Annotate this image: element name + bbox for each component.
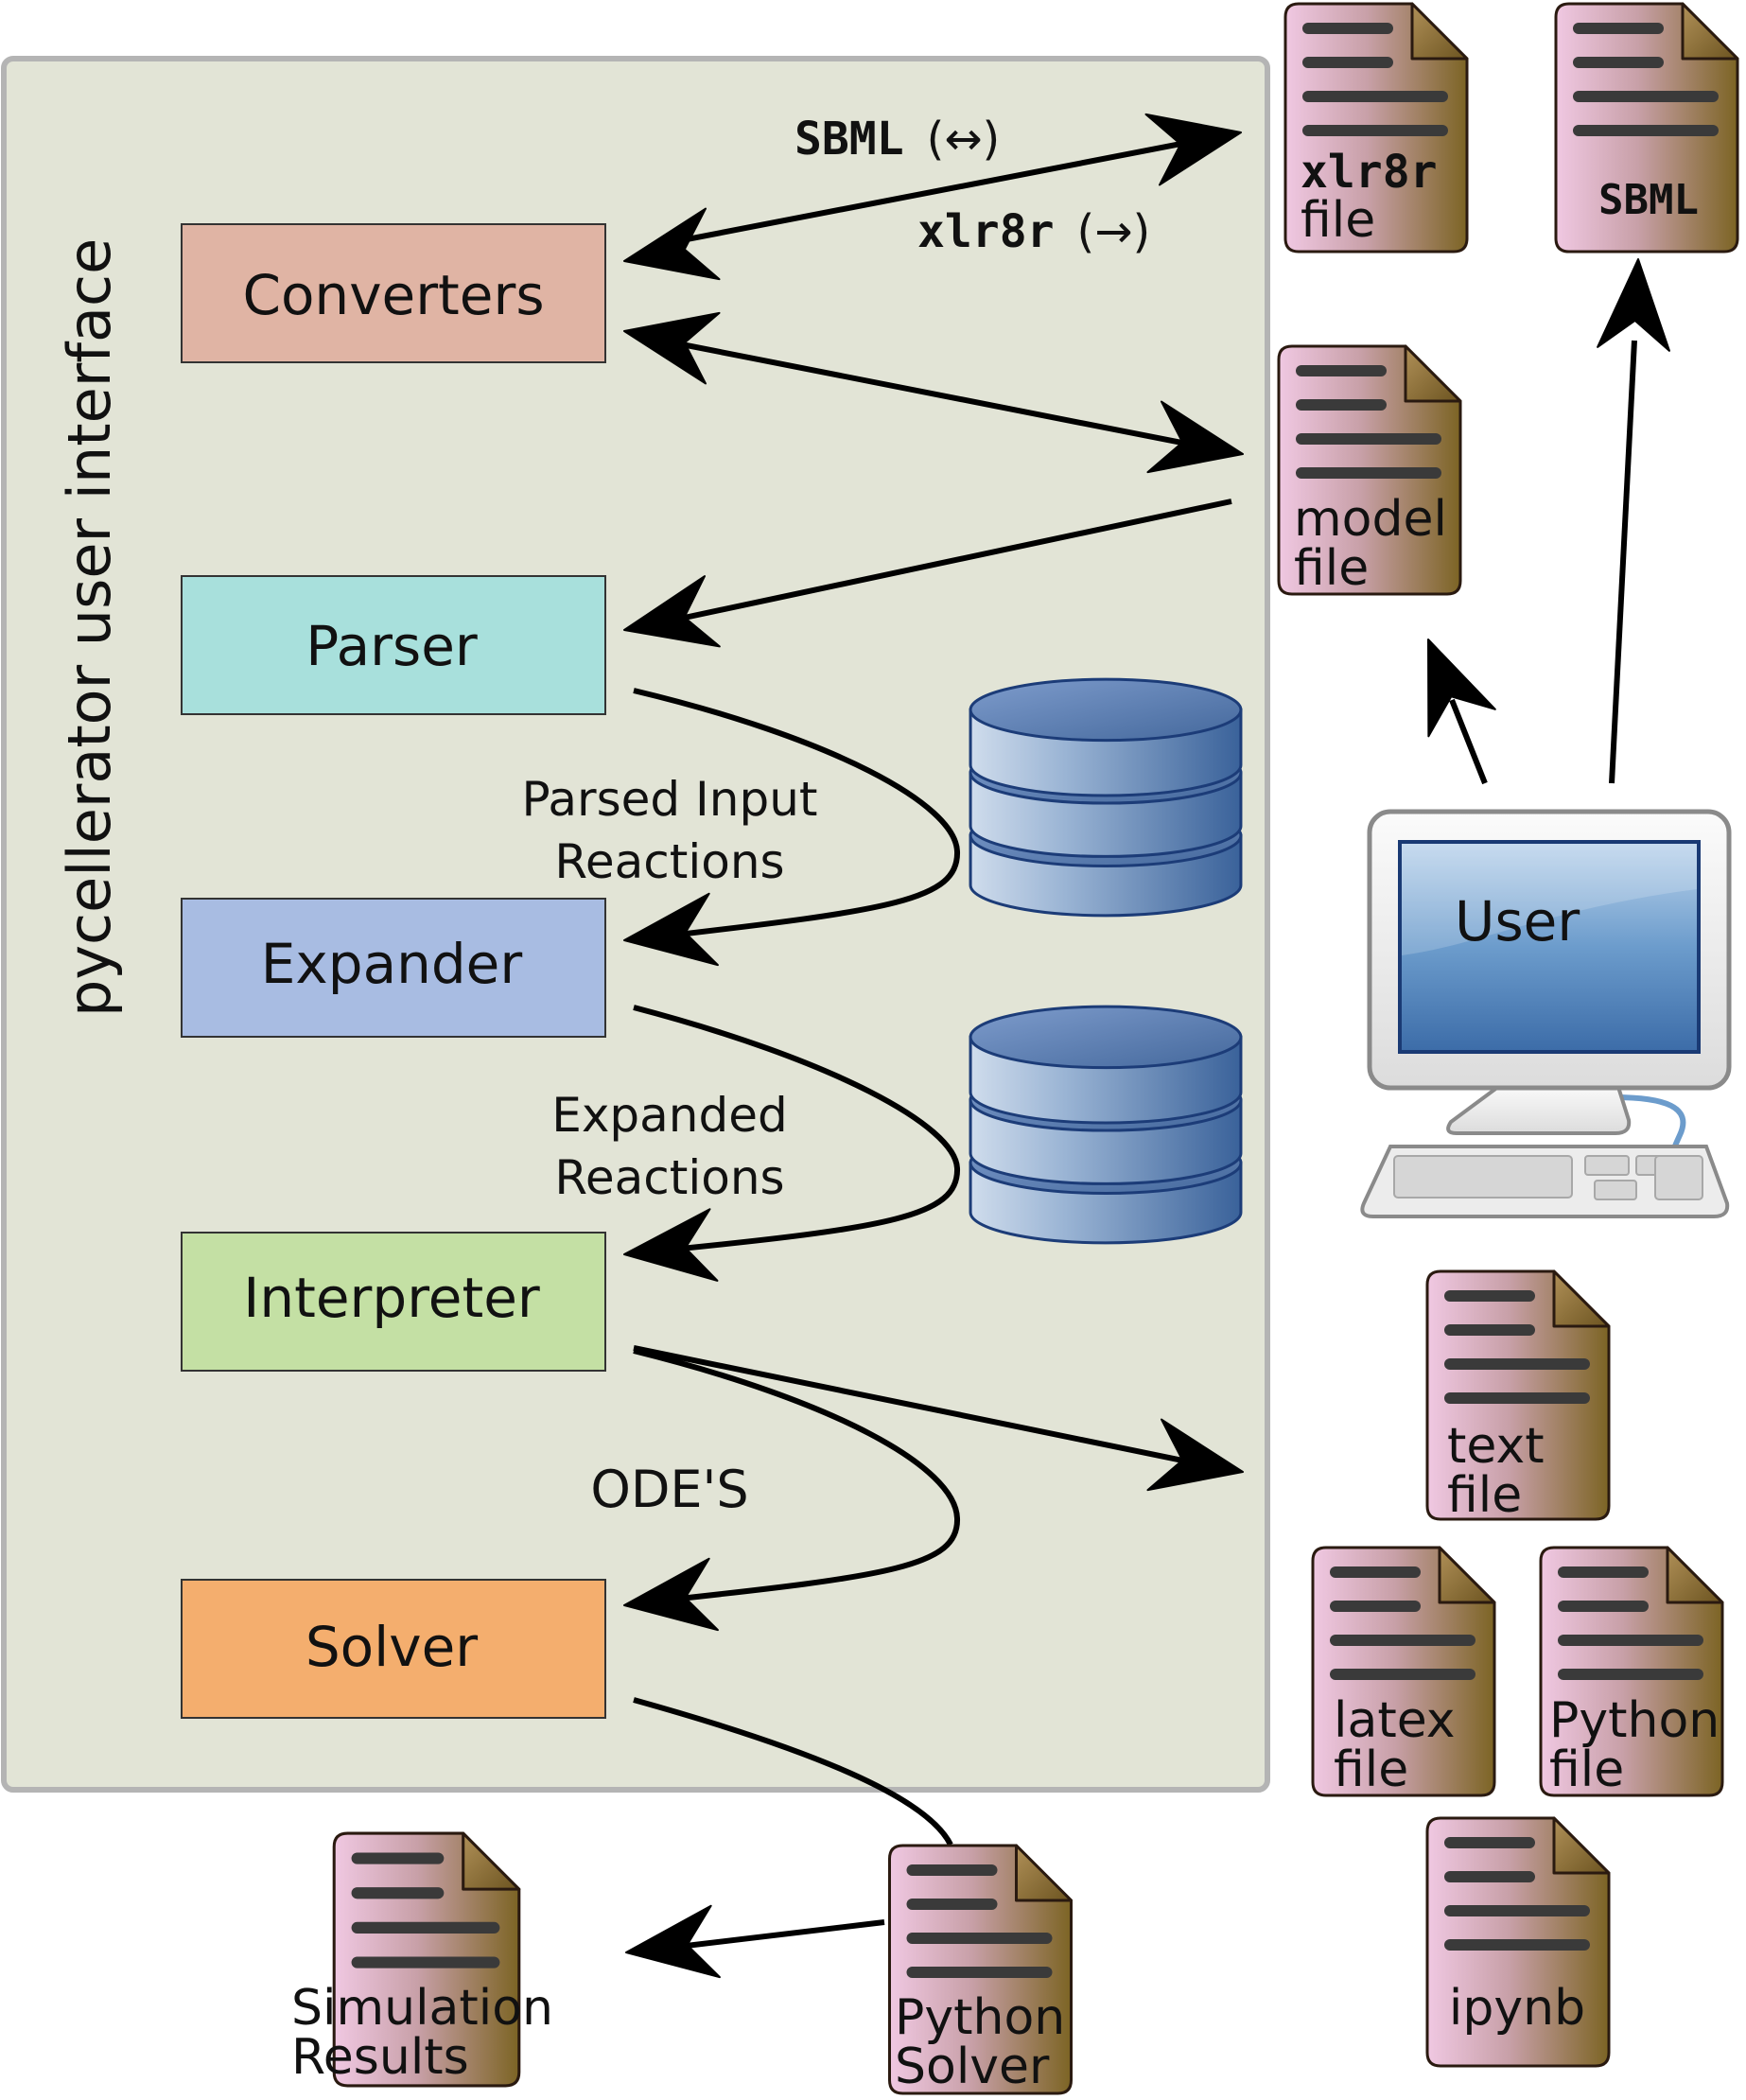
sbml-format-direction: (↔) (927, 113, 1001, 166)
text-file[interactable]: text file (1425, 1269, 1611, 1524)
model-file[interactable]: model file (1277, 344, 1462, 597)
python-solver-label-line1: Python (895, 1989, 1065, 2046)
user-model-arrow-line (1449, 698, 1488, 785)
arrowhead-model-file (1146, 400, 1244, 474)
arrowhead-simulation-results (625, 1904, 721, 1979)
expanded-reactions-database (969, 1005, 1243, 1245)
model-parser-arrow-line (661, 499, 1232, 625)
interpreter-outputs-arrow-line (633, 1345, 1212, 1469)
latex-file-label-line1: latex (1334, 1692, 1456, 1749)
python-solver-results-arrow-line (661, 1919, 885, 1951)
expanded-reactions-label-line1: Expanded (551, 1088, 788, 1143)
arrowheads (623, 113, 1670, 1979)
arrowhead-converters-top (623, 207, 721, 281)
arrowhead-interpreter (623, 1208, 719, 1282)
python-solver-file[interactable]: Python Solver (887, 1844, 1074, 2095)
converters-sbml-arrow-line (652, 135, 1212, 249)
parser-expander-arrow-line (633, 688, 961, 939)
monitor-screen (1398, 840, 1701, 1054)
user-sbml-arrow-line (1609, 340, 1637, 784)
xlr8r-format-direction: (→) (1077, 205, 1151, 258)
keyboard-keys (1393, 1155, 1703, 1200)
monitor-stand (1446, 1082, 1632, 1135)
arrows (633, 135, 1637, 1951)
xlr8r-format-name: xlr8r (917, 205, 1055, 258)
panel-title: pycellerator user interface (55, 238, 124, 1017)
simulation-results-label-line1: Simulation (291, 1980, 553, 2037)
sbml-file[interactable]: SBML (1554, 2, 1739, 254)
arrowhead-output-files (1146, 1418, 1244, 1492)
interpreter-label: Interpreter (243, 1266, 540, 1330)
solver-python-solver-line (633, 1697, 953, 1846)
parsed-reactions-label-line2: Reactions (554, 834, 784, 889)
python-file[interactable]: Python file (1539, 1546, 1724, 1798)
expanded-reactions-label-line2: Reactions (554, 1150, 784, 1205)
arrowhead-parser (623, 575, 721, 648)
text-file-label-line2: file (1447, 1467, 1522, 1524)
expander-interpreter-arrow-line (633, 1005, 961, 1253)
user-label: User (1455, 889, 1580, 954)
arrowhead-expander (623, 892, 719, 967)
sbml-format-name: SBML (794, 113, 904, 166)
screen-highlight (1402, 844, 1697, 955)
ipynb-file[interactable]: ipynb (1425, 1816, 1611, 2068)
arrowhead-user-sbml (1597, 258, 1670, 352)
latex-file-label-line2: file (1334, 1741, 1408, 1798)
interpreter-module[interactable]: Interpreter (181, 1232, 606, 1372)
xlr8r-file-label-line2: file (1301, 192, 1375, 249)
ipynb-file-label: ipynb (1449, 1980, 1585, 2037)
parsed-reactions-database (969, 677, 1243, 918)
latex-file[interactable]: latex file (1311, 1546, 1496, 1798)
text-file-label-line1: text (1447, 1418, 1545, 1475)
parsed-reactions-label-line1: Parsed Input (521, 772, 817, 827)
solver-label: Solver (306, 1615, 478, 1679)
converters-model-arrow-line (652, 336, 1212, 451)
arrowhead-sbml-file (1144, 113, 1242, 186)
model-file-label-line2: file (1294, 540, 1369, 597)
simulation-results-label-line2: Results (291, 2029, 469, 2086)
sbml-file-label: SBML (1598, 176, 1699, 224)
model-file-label-line1: model (1294, 491, 1447, 548)
converters-module[interactable]: Converters (181, 223, 606, 363)
xlr8r-file-label-line1: xlr8r (1301, 146, 1438, 199)
solver-module[interactable]: Solver (181, 1579, 606, 1719)
xlr8r-format-label: xlr8r (→) (917, 205, 1150, 258)
python-file-label-line1: Python (1549, 1692, 1720, 1749)
arrowhead-converters-bottom (623, 311, 721, 385)
parser-module[interactable]: Parser (181, 575, 606, 715)
converters-label: Converters (242, 263, 544, 327)
xlr8r-file[interactable]: xlr8r file (1283, 2, 1469, 254)
odes-label: ODE'S (590, 1460, 748, 1519)
simulation-results-file[interactable]: Simulation Results (291, 1833, 553, 2086)
user-computer[interactable]: User (1360, 809, 1732, 1218)
expander-label: Expander (261, 932, 523, 996)
interpreter-solver-arrow-line (633, 1348, 961, 1603)
arrowhead-user-model (1427, 639, 1496, 738)
expander-module[interactable]: Expander (181, 898, 606, 1038)
python-file-label-line2: file (1549, 1741, 1624, 1798)
sbml-format-label: SBML (↔) (794, 113, 1000, 166)
parser-label: Parser (306, 614, 478, 678)
arrowhead-solver (623, 1557, 719, 1632)
python-solver-label-line2: Solver (895, 2039, 1050, 2095)
